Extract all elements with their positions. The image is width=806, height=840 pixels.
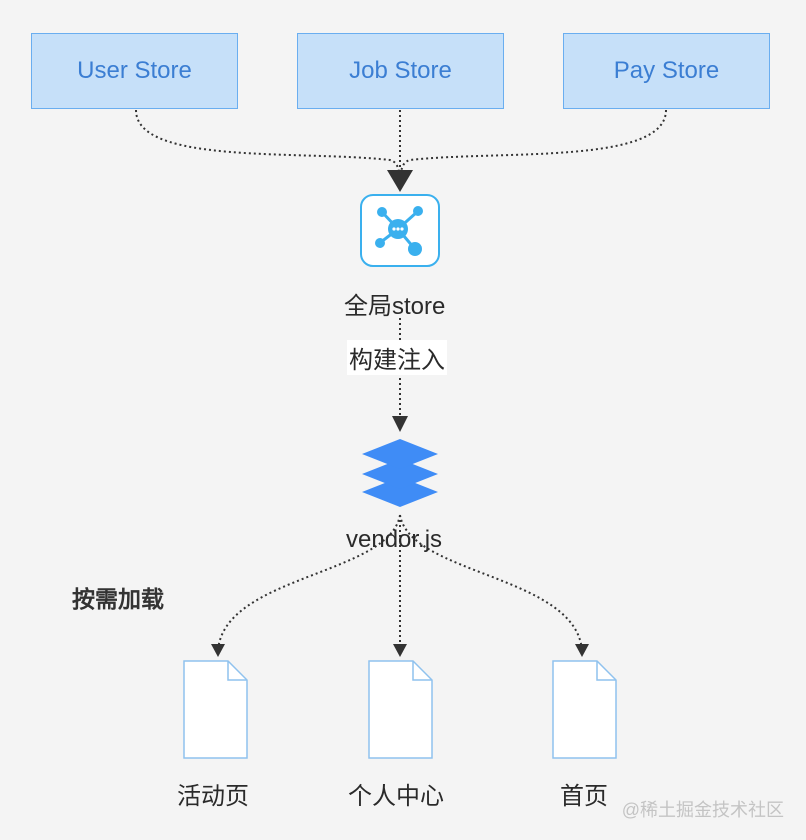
connector-vendor-to-home xyxy=(399,514,583,651)
vendor-label: vendor.js xyxy=(346,526,443,553)
pay-store-label: Pay Store xyxy=(613,57,720,84)
on-demand-label: 按需加载 xyxy=(72,586,164,612)
page-label-home: 首页 xyxy=(560,783,608,810)
arrow-into-home xyxy=(575,644,589,657)
connector-vendor-to-activity xyxy=(217,514,401,651)
user-store-box: User Store xyxy=(31,33,238,109)
inject-label: 构建注入 xyxy=(347,340,447,375)
arrow-into-profile xyxy=(393,644,407,657)
connector-pay-store xyxy=(399,109,667,189)
job-store-box: Job Store xyxy=(297,33,504,109)
document-icon xyxy=(368,660,433,759)
document-icon xyxy=(552,660,617,759)
arrow-into-activity xyxy=(211,644,225,657)
page-label-activity: 活动页 xyxy=(177,783,249,810)
watermark: @稀土掘金技术社区 xyxy=(621,800,784,820)
pay-store-box: Pay Store xyxy=(563,33,770,109)
job-store-label: Job Store xyxy=(349,57,452,84)
connector-user-store xyxy=(135,109,401,189)
global-store-label: 全局store xyxy=(344,293,446,320)
arrow-into-vendor xyxy=(392,416,408,432)
layers-stack-icon xyxy=(362,439,438,507)
arrow-into-global-store xyxy=(387,170,413,192)
user-store-label: User Store xyxy=(77,57,192,84)
page-label-profile: 个人中心 xyxy=(348,783,444,810)
hub-network-icon xyxy=(360,194,440,267)
document-icon xyxy=(183,660,248,759)
